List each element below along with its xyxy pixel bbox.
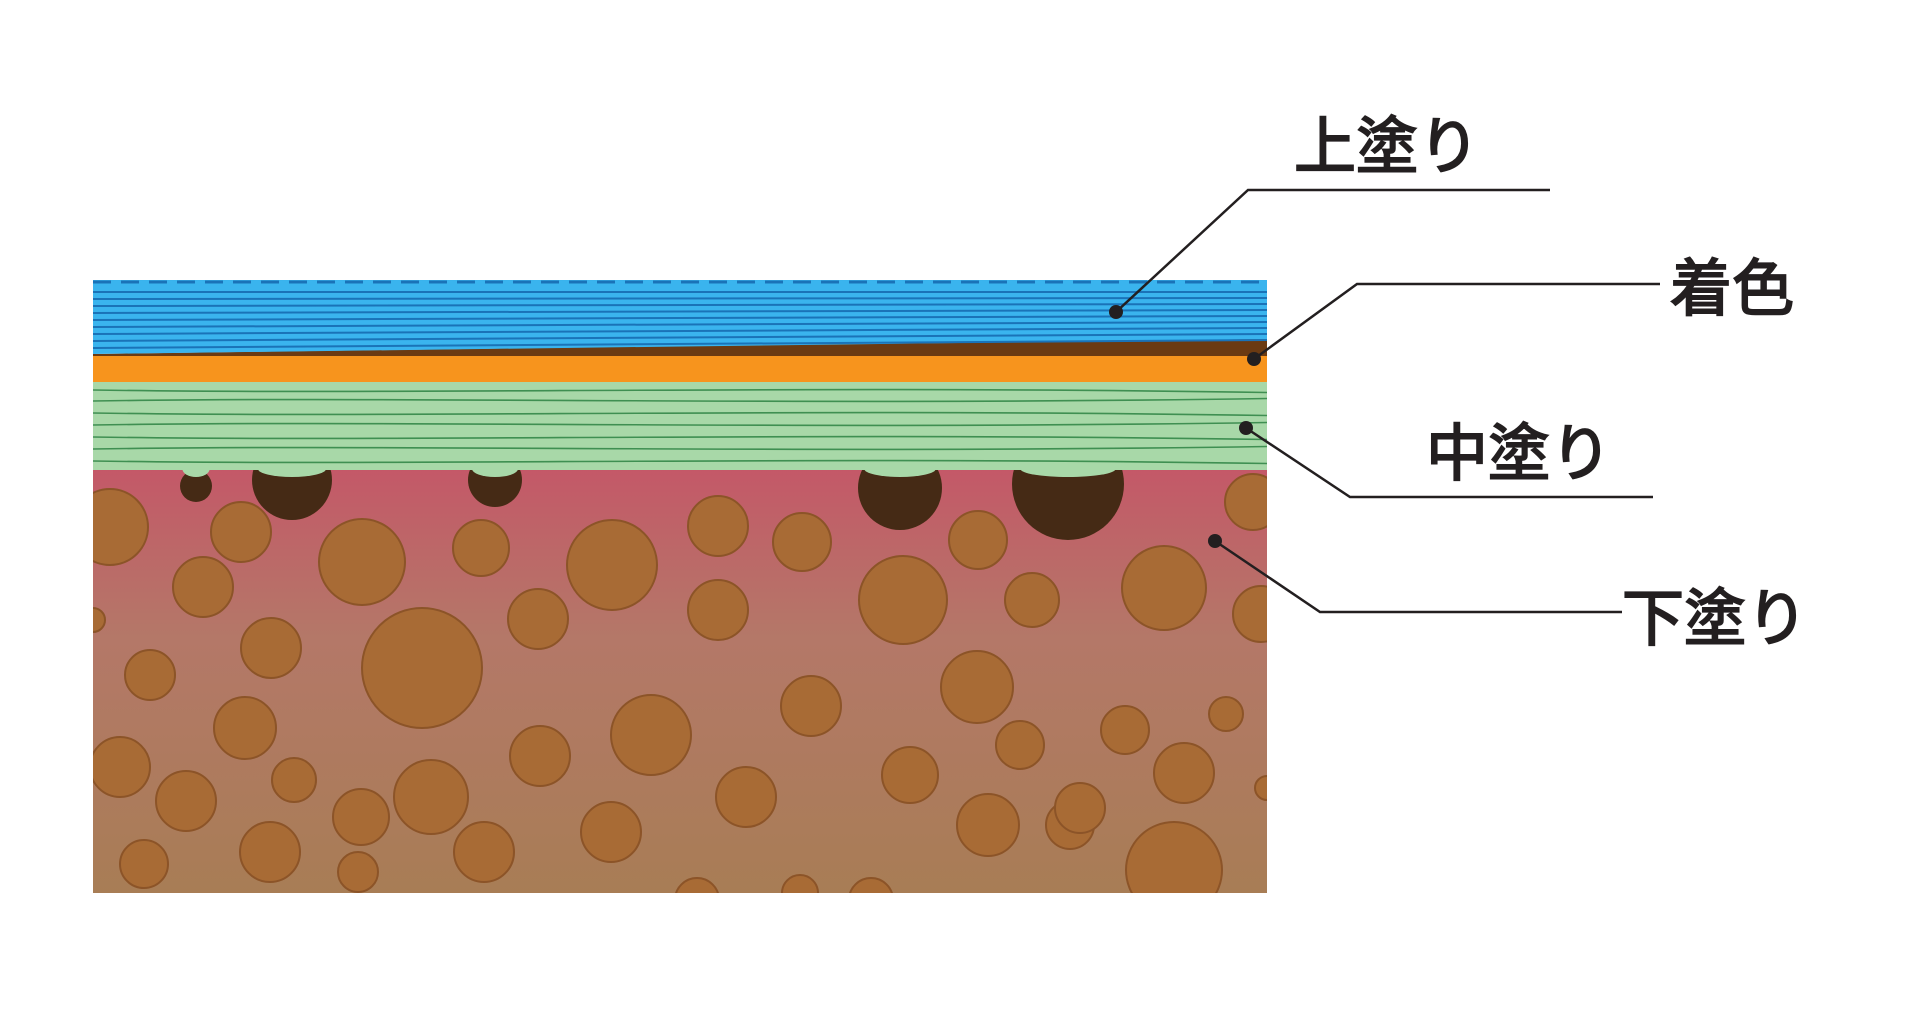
middle-coat-line xyxy=(93,445,1267,451)
top-coat-stripe xyxy=(93,333,1267,342)
substrate-particle xyxy=(610,694,692,776)
substrate-particle xyxy=(361,607,483,729)
substrate-particle xyxy=(687,579,749,641)
middle-coat-leader xyxy=(1245,426,1653,499)
substrate-particle xyxy=(1125,821,1223,893)
base-coat-leader xyxy=(1214,539,1622,614)
top-coat-stripe xyxy=(93,309,1267,314)
middle-coat-line xyxy=(93,421,1267,427)
substrate-particle xyxy=(781,874,819,893)
substrate-particle xyxy=(240,617,302,679)
substrate-particle xyxy=(1004,572,1060,628)
top-coat-leader xyxy=(1115,188,1550,313)
stain-leader xyxy=(1253,282,1660,361)
substrate-particle xyxy=(1208,696,1244,732)
substrate-void xyxy=(180,470,212,502)
middle-coat-texture-lines xyxy=(93,388,1267,465)
substrate-particle xyxy=(956,793,1020,857)
stain-dot xyxy=(1247,352,1261,366)
substrate-particle xyxy=(213,696,277,760)
substrate-particle xyxy=(124,649,176,701)
substrate-particle xyxy=(1153,742,1215,804)
substrate-particle xyxy=(715,766,777,828)
substrate-particle xyxy=(940,650,1014,724)
substrate-particle xyxy=(772,512,832,572)
substrate-particle xyxy=(1054,782,1106,834)
substrate-particle xyxy=(172,556,234,618)
substrate-particle xyxy=(119,839,169,889)
substrate-particle xyxy=(566,519,658,611)
leader-lines xyxy=(1115,188,1660,614)
middle-coat-line xyxy=(93,411,1267,417)
substrate-particle xyxy=(155,770,217,832)
middle-coat-line xyxy=(93,388,1267,394)
substrate-particle xyxy=(507,588,569,650)
stain-label: 着色 xyxy=(1670,252,1794,325)
substrate-particle xyxy=(1254,775,1267,801)
middle-coat-line xyxy=(93,435,1267,441)
middle-coat-line xyxy=(93,397,1267,403)
substrate-particle xyxy=(780,675,842,737)
top-coat-stripe xyxy=(93,327,1267,335)
top-coat-stripe xyxy=(93,321,1267,328)
substrate-particle xyxy=(509,725,571,787)
substrate-particle xyxy=(93,607,106,633)
substrate-particle xyxy=(580,801,642,863)
substrate-particle xyxy=(675,877,719,893)
top-coat-stripe xyxy=(93,297,1267,300)
top-coat-texture-lines xyxy=(93,290,1267,349)
substrate-particle xyxy=(453,821,515,883)
substrate-particle xyxy=(881,746,939,804)
middle-coat-label: 中塗り xyxy=(1426,417,1612,490)
substrate-particle xyxy=(849,877,893,893)
substrate-particle xyxy=(948,510,1008,570)
substrate-particles xyxy=(93,473,1267,893)
substrate-particle xyxy=(332,788,390,846)
substrate-particle xyxy=(318,518,406,606)
base-coat-label: 下塗り xyxy=(1622,582,1808,655)
substrate-particle xyxy=(239,821,301,883)
substrate-particle xyxy=(1121,545,1207,631)
substrate-particle xyxy=(1232,585,1267,643)
substrate-particle xyxy=(452,519,510,577)
substrate-particle xyxy=(93,736,151,798)
substrate-particle xyxy=(995,720,1045,770)
top-coat-dot xyxy=(1109,305,1123,319)
orange-band-layer xyxy=(93,355,1267,382)
substrate-particle xyxy=(393,759,469,835)
top-coat-stripe xyxy=(93,339,1267,349)
substrate-particle xyxy=(1224,473,1267,531)
substrate-particle xyxy=(271,757,317,803)
substrate-particle xyxy=(93,488,149,566)
top-coat-stripe xyxy=(93,303,1267,307)
middle-coat-line xyxy=(93,459,1267,465)
top-coat-stripe xyxy=(93,315,1267,321)
base-coat-dot xyxy=(1208,534,1222,548)
substrate-particle xyxy=(858,555,948,645)
substrate-particle xyxy=(210,501,272,563)
substrate-particle xyxy=(687,495,749,557)
substrate-particle xyxy=(1100,705,1150,755)
leader-dots xyxy=(1109,305,1261,548)
top-coat-stripe xyxy=(93,290,1267,294)
middle-coat-dot xyxy=(1239,421,1253,435)
top-coat-label: 上塗り xyxy=(1294,110,1480,183)
substrate-particle xyxy=(337,851,379,893)
